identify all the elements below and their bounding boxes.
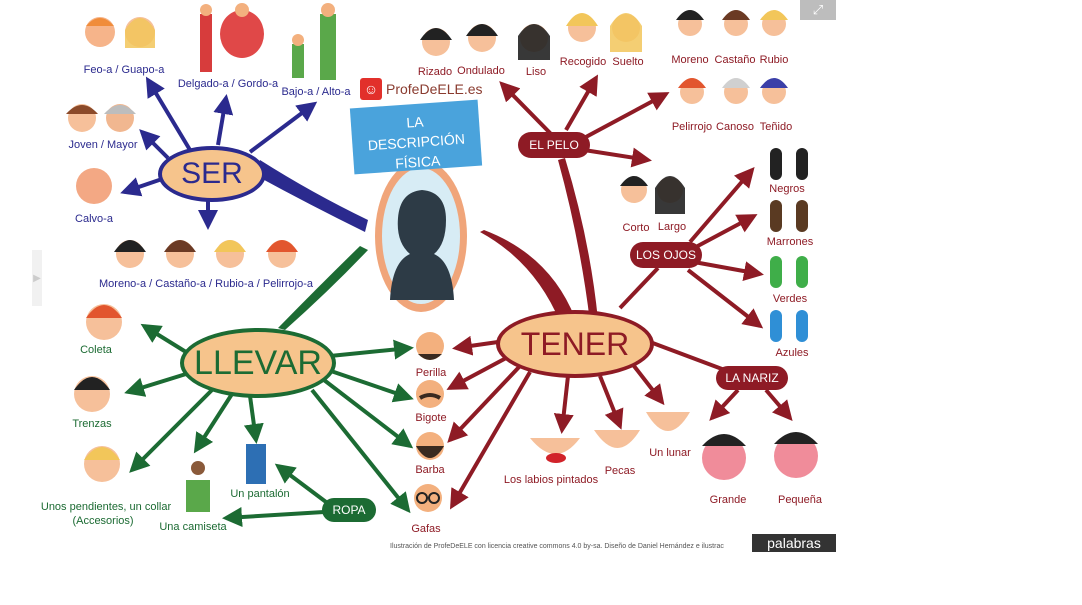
llevar-label: Coleta [80, 344, 112, 356]
tener-trunk [480, 230, 575, 322]
llevar-hub: LLEVAR [180, 328, 336, 398]
nariz-label: Pequeña [777, 494, 823, 506]
brand-logo: ☺ProfeDeELE.es [360, 78, 483, 100]
ugly-face-icon [85, 17, 115, 47]
llevar-arrows [124, 323, 414, 528]
pelo-label: Canoso [716, 121, 754, 133]
pelo-label: Suelto [612, 56, 644, 68]
young-face-icon [66, 104, 98, 132]
ojos-subhub: LOS OJOS [630, 242, 702, 268]
tener-hub: TENER [496, 310, 654, 378]
nose-faces-icon [702, 432, 818, 480]
hair-type-faces-icon [420, 13, 642, 60]
pelo-label: Castaño [714, 54, 756, 66]
ser-label: Delgado-a / Gordo-a [177, 78, 279, 90]
prev-arrow-icon[interactable]: ▶ [32, 250, 42, 306]
tener-label: Un lunar [649, 447, 691, 459]
llevar-label: Un pantalón [230, 488, 290, 500]
pelo-trunk [558, 158, 598, 322]
llevar-label: (Accesorios) [72, 515, 134, 527]
tener-label: Gafas [411, 523, 441, 535]
facial-hair-faces-icon [414, 332, 444, 512]
ser-label: Bajo-a / Alto-a [281, 86, 351, 98]
palabras-badge[interactable]: palabras [752, 534, 836, 552]
pelo-label: Pelirrojo [671, 121, 713, 133]
llevar-label: Unos pendientes, un collar [40, 501, 172, 513]
hair-color-men-icon [676, 10, 788, 104]
ojos-label: Negros [769, 183, 805, 195]
pelo-label: Teñido [759, 121, 793, 133]
old-face-icon [104, 104, 136, 132]
short-person-icon [292, 34, 304, 78]
pelo-label: Corto [622, 222, 650, 234]
lips-freckles-mole-icons [530, 412, 690, 463]
llevar-label: Trenzas [72, 418, 112, 430]
pelo-subhub: EL PELO [518, 132, 590, 158]
pelo-label: Largo [657, 221, 687, 233]
credit-text: Ilustración de ProfeDeELE con licencia c… [390, 543, 724, 550]
ojos-label: Verdes [772, 293, 808, 305]
pelo-label: Rubio [759, 54, 789, 66]
tener-label: Barba [415, 464, 445, 476]
tener-arrows [446, 74, 793, 510]
pretty-face-icon [125, 17, 155, 48]
tener-label: Perilla [415, 367, 447, 379]
ojos-label: Azules [775, 347, 809, 359]
llevar-icons [74, 304, 266, 512]
title-box: LA DESCRIPCIÓN FÍSICA [349, 99, 483, 175]
pelo-label: Ondulado [457, 65, 505, 77]
ser-hub: SER [158, 146, 266, 202]
expand-icon[interactable]: ⤢ [800, 0, 836, 20]
tener-label: Los labios pintados [503, 474, 599, 486]
pelo-label: Liso [525, 66, 547, 78]
pelo-label: Moreno [671, 54, 709, 66]
ser-label: Feo-a / Guapo-a [83, 64, 165, 76]
pelo-label: Recogido [559, 56, 607, 68]
brand-badge-icon: ☺ [360, 78, 382, 100]
thin-person-icon [200, 4, 212, 72]
face-icons [66, 3, 818, 512]
eye-color-icons [770, 148, 808, 342]
tener-label: Bigote [415, 412, 447, 424]
silhouette-icon [390, 190, 454, 300]
ojos-label: Marrones [766, 236, 814, 248]
ropa-subhub: ROPA [322, 498, 376, 522]
title-text: LA DESCRIPCIÓN FÍSICA [367, 113, 466, 172]
brand-text: ProfeDeELE.es [386, 81, 483, 97]
tall-person-icon [320, 3, 336, 80]
llevar-label: Una camiseta [159, 521, 227, 533]
ser-label: Calvo-a [75, 213, 113, 225]
bald-face-icon [76, 168, 112, 204]
ser-label: Moreno-a / Castaño-a / Rubio-a / Pelirro… [99, 278, 313, 290]
nariz-label: Grande [709, 494, 747, 506]
hair-length-faces-icon [620, 176, 685, 214]
fat-person-icon [220, 3, 264, 58]
hair-color-faces-icon [114, 240, 298, 268]
ser-label: Joven / Mayor [68, 139, 138, 151]
tener-label: Pecas [604, 465, 636, 477]
ser-trunk [255, 160, 368, 232]
pelo-label: Rizado [417, 66, 453, 78]
nariz-subhub: LA NARIZ [716, 366, 788, 390]
ser-arrows [120, 76, 318, 230]
llevar-trunk [278, 246, 368, 330]
